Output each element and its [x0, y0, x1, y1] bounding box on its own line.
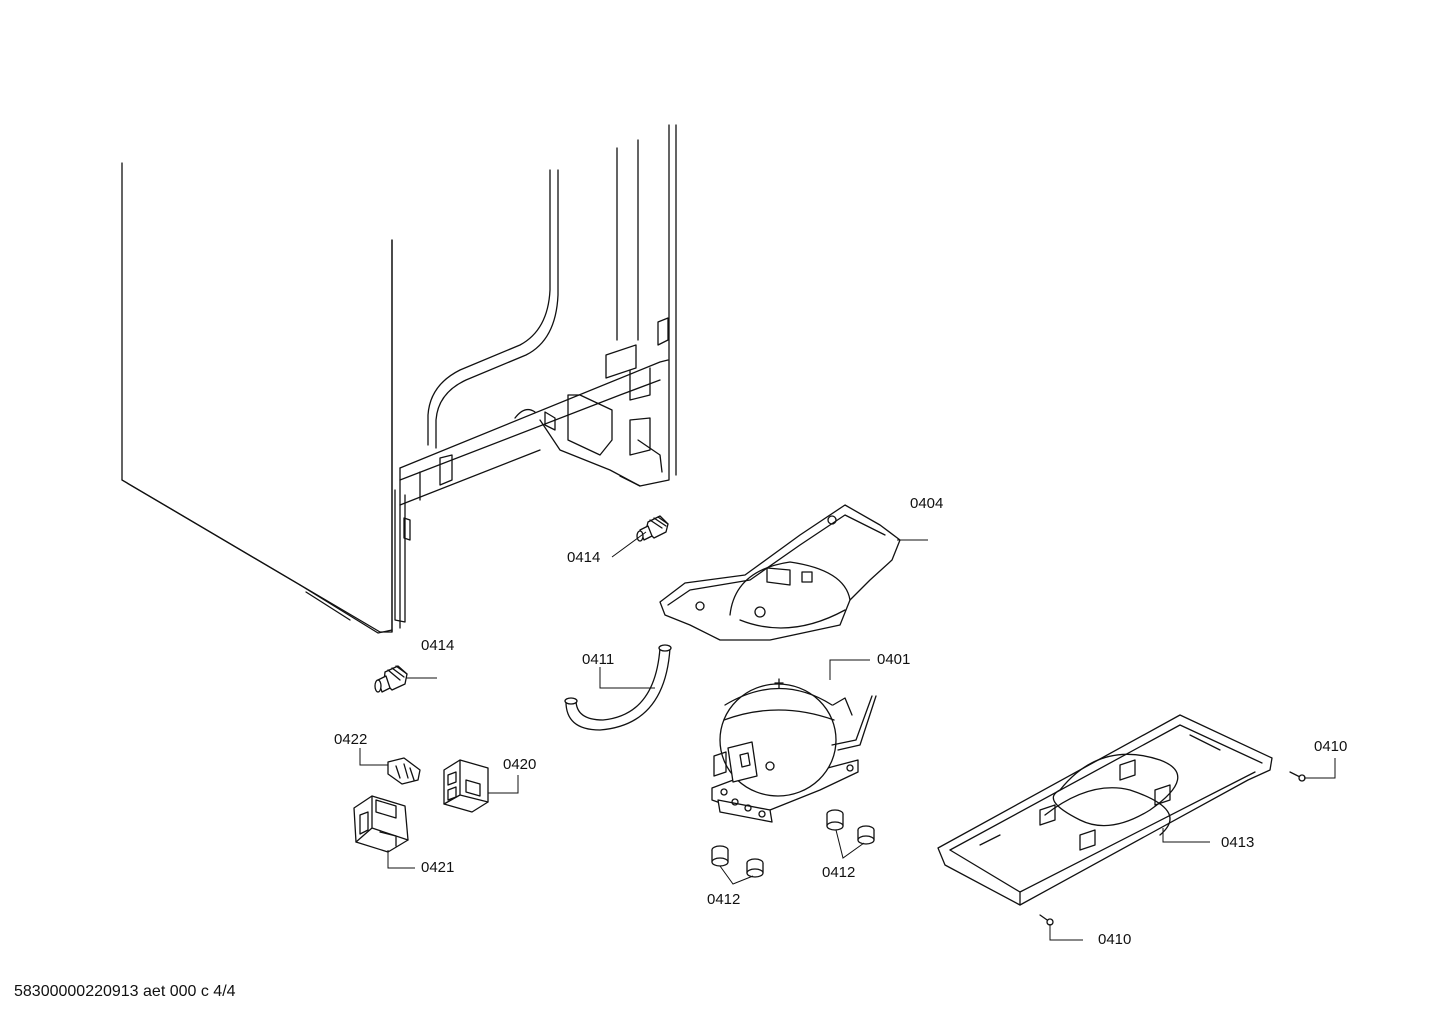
callout-0404: 0404	[910, 495, 944, 512]
callout-0420: 0420	[503, 756, 537, 773]
adjustable-foot-0414-top	[636, 515, 669, 542]
cabinet-body	[121, 124, 677, 634]
rubber-grommets-0412-left	[711, 845, 764, 878]
callout-0421: 0421	[421, 859, 455, 876]
callout-0413: 0413	[1221, 834, 1255, 851]
callout-0422: 0422	[334, 731, 368, 748]
relay-0420	[443, 759, 489, 813]
screw-0410-bottom	[1039, 914, 1054, 926]
leader-lines	[359, 531, 1336, 941]
screw-0410-right	[1289, 771, 1306, 782]
starter-0421	[353, 795, 409, 853]
callout-0410-bottom: 0410	[1098, 931, 1132, 948]
callout-0401: 0401	[877, 651, 911, 668]
drip-tray-0404	[659, 504, 901, 641]
callout-0412-left: 0412	[707, 891, 741, 908]
drain-hose-0411	[564, 644, 672, 731]
callout-0414-top: 0414	[567, 549, 601, 566]
mounting-plate-0413	[937, 714, 1273, 906]
clip-0422	[387, 757, 421, 785]
compressor-0401	[711, 678, 877, 823]
adjustable-foot-0414-left	[374, 665, 408, 693]
callout-0412-right: 0412	[822, 864, 856, 881]
rubber-grommets-0412-right	[826, 809, 875, 845]
document-id-footer: 58300000220913 aet 000 c 4/4	[14, 983, 236, 1000]
callout-0410-right: 0410	[1314, 738, 1348, 755]
callout-0414-left: 0414	[421, 637, 455, 654]
callout-0411: 0411	[582, 651, 615, 668]
